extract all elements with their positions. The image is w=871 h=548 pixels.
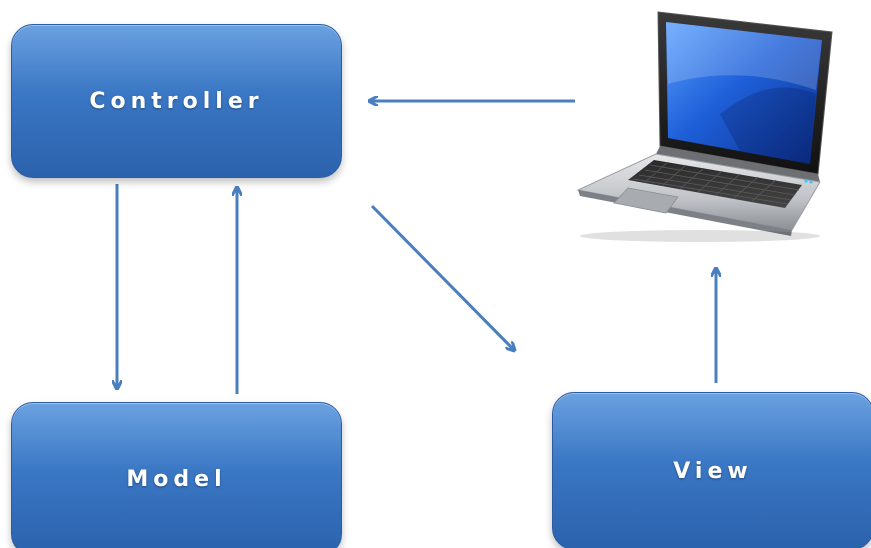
- arrow-controller-to-view: [370, 204, 514, 350]
- controller-box: Controller: [11, 24, 342, 178]
- laptop-icon: [576, 11, 833, 242]
- view-label: View: [673, 458, 753, 484]
- controller-label: Controller: [89, 88, 264, 114]
- view-box: View: [552, 392, 871, 548]
- model-label: Model: [126, 466, 227, 492]
- model-box: Model: [11, 402, 342, 548]
